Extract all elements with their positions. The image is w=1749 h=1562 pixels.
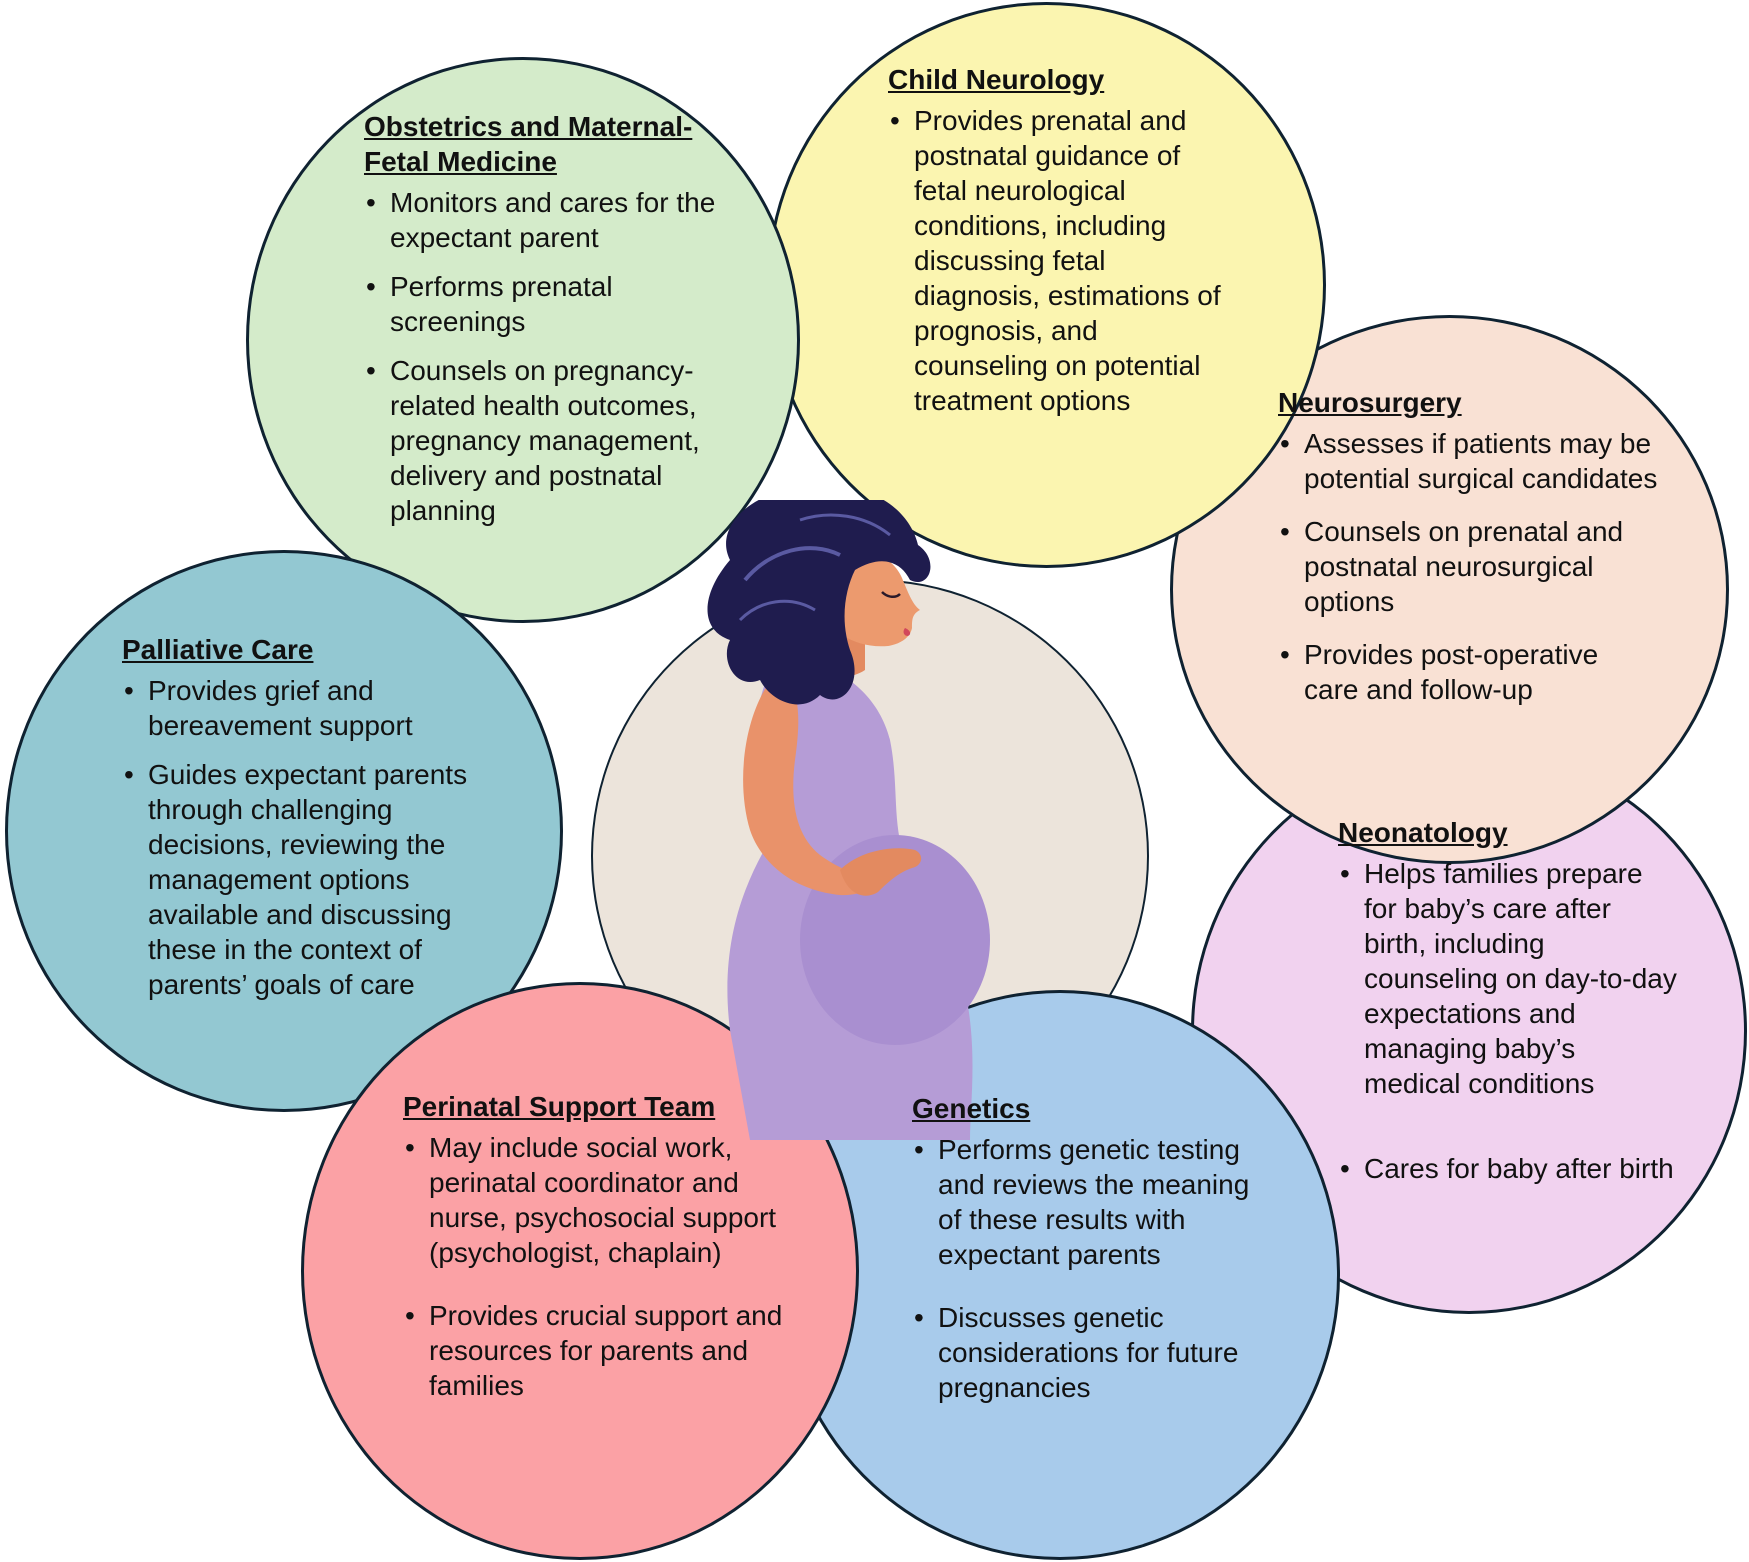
list-item: Provides grief and bereavement support — [122, 673, 522, 743]
card-title: Neurosurgery — [1278, 387, 1462, 418]
hair-highlight — [799, 513, 891, 537]
list-item: Helps families prepare for baby’s care a… — [1338, 856, 1678, 1101]
obstetrics-circle — [246, 57, 800, 623]
genetics-card: Genetics Performs genetic testing and re… — [912, 1091, 1262, 1405]
list-item: Performs genetic testing and reviews the… — [912, 1132, 1262, 1272]
list-item: Performs prenatal screenings — [364, 269, 744, 339]
neonatology-card: Neonatology Helps families prepare for b… — [1338, 815, 1678, 1186]
list-item: Provides prenatal and postnatal guidance… — [888, 103, 1228, 418]
child-neurology-card: Child Neurology Provides prenatal and po… — [888, 62, 1228, 418]
neurosurgery-card: Neurosurgery Assesses if patients may be… — [1278, 385, 1658, 707]
card-list: Monitors and cares for the expectant par… — [364, 185, 744, 528]
hair-shape — [707, 500, 931, 705]
list-item: Guides expectant parents through challen… — [122, 757, 522, 1002]
list-item: Discusses genetic considerations for fut… — [912, 1300, 1262, 1405]
card-list: Assesses if patients may be potential su… — [1278, 426, 1658, 707]
card-title: Perinatal Support Team — [403, 1091, 716, 1122]
card-list: Provides prenatal and postnatal guidance… — [888, 103, 1228, 418]
list-item: Assesses if patients may be potential su… — [1278, 426, 1658, 496]
list-item: Counsels on prenatal and postnatal neuro… — [1278, 514, 1658, 619]
list-item: Provides post-operative care and follow-… — [1278, 637, 1658, 707]
list-item: May include social work, perinatal coord… — [403, 1130, 783, 1270]
card-title: Obstetrics and Maternal-Fetal Medicine — [364, 111, 693, 177]
list-item: Counsels on pregnancy-related health out… — [364, 353, 744, 528]
card-list: May include social work, perinatal coord… — [403, 1130, 783, 1403]
card-title: Palliative Care — [122, 634, 314, 665]
list-item: Provides crucial support and resources f… — [403, 1298, 783, 1403]
closed-eye — [881, 591, 901, 598]
hair-highlight — [738, 599, 816, 622]
hand-shape — [840, 848, 922, 896]
card-title: Child Neurology — [888, 64, 1105, 95]
arm-shape — [743, 675, 880, 896]
perinatal-support-card: Perinatal Support Team May include socia… — [403, 1089, 783, 1403]
hair-highlight — [743, 546, 841, 582]
card-title: Neonatology — [1338, 817, 1508, 848]
card-list: Provides grief and bereavement support G… — [122, 673, 522, 1002]
card-title: Genetics — [912, 1093, 1031, 1124]
card-list: Helps families prepare for baby’s care a… — [1338, 856, 1678, 1186]
lips-shape — [903, 628, 911, 636]
obstetrics-card: Obstetrics and Maternal-Fetal Medicine M… — [364, 109, 744, 528]
palliative-care-card: Palliative Care Provides grief and berea… — [122, 632, 522, 1002]
pregnant-woman-illustration — [707, 500, 990, 1140]
list-item: Cares for baby after birth — [1338, 1151, 1678, 1186]
list-item: Monitors and cares for the expectant par… — [364, 185, 744, 255]
card-list: Performs genetic testing and reviews the… — [912, 1132, 1262, 1405]
